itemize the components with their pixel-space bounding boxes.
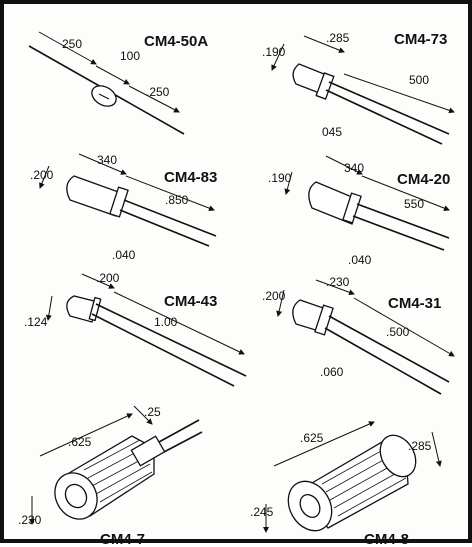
part-cm4-73: CM4-73 .190 .285 500 045 (262, 31, 455, 145)
drawing-canvas: CM4-50A 250 100 .250 CM4-73 .190 .285 50… (18, 31, 455, 547)
dim-top-length: 340 (344, 161, 364, 175)
dim-lead-length: 250 (62, 37, 82, 51)
part-name: CM4-31 (388, 295, 441, 312)
part-cm4-43: CM4-43 .124 .200 1.00 (24, 271, 247, 387)
rear-cap (130, 435, 166, 467)
part-name: CM4-73 (394, 31, 447, 48)
part-cm4-8: CM4-8 .625 .285 .245 (250, 421, 442, 547)
dim-top-length: .285 (326, 31, 350, 45)
dim-top-length: .230 (326, 275, 350, 289)
dim-body-length: .625 (68, 435, 92, 449)
part-cm4-20: CM4-20 .190 340 550 .040 (268, 155, 450, 267)
dim-lead-length: .850 (165, 193, 189, 207)
flange (109, 186, 129, 218)
lead-1 (158, 419, 200, 443)
dim-diameter: .190 (268, 171, 292, 185)
part-name: CM4-43 (164, 293, 217, 310)
flange (315, 72, 335, 100)
lens-opening (299, 494, 321, 518)
part-name: CM4-8 (364, 531, 409, 547)
dim-flange: 045 (322, 125, 342, 139)
lead-2 (352, 215, 445, 251)
dim-flange-diameter: .285 (408, 439, 432, 453)
lead-2 (163, 431, 203, 453)
rear-flange (379, 434, 417, 478)
dim-cap-length: .25 (144, 405, 161, 419)
dim-body-length: .625 (300, 431, 324, 445)
lead-2 (91, 313, 235, 387)
dim-flange: .040 (112, 248, 136, 262)
part-name: CM4-83 (164, 169, 217, 186)
part-cm4-7: CM4-7 .625 .25 .230 (18, 405, 203, 547)
lead-1 (95, 303, 247, 377)
dim-flange: .060 (320, 365, 344, 379)
part-cm4-31: CM4-31 .200 .230 .500 .060 (262, 275, 455, 395)
dim-diameter: .124 (24, 315, 48, 329)
flange (342, 192, 362, 224)
lead-1 (328, 315, 450, 383)
dim-flange: .040 (348, 253, 372, 267)
part-name: CM4-50A (144, 33, 208, 50)
dim-diameter: .200 (262, 289, 286, 303)
part-name: CM4-7 (100, 531, 145, 547)
lens-dome (66, 175, 125, 217)
dim-top-length: .200 (96, 271, 120, 285)
dim-diameter: .190 (262, 45, 286, 59)
lead-2 (325, 89, 443, 145)
dim-body-length: 100 (120, 49, 140, 63)
lead-1 (123, 199, 217, 237)
part-name: CM4-20 (397, 171, 450, 188)
part-cm4-50a: CM4-50A 250 100 .250 (28, 31, 208, 135)
dim-top-length: 340 (97, 153, 117, 167)
dim-lead-length: 1.00 (154, 315, 178, 329)
lead-1 (328, 81, 450, 135)
dim-lead-length: .500 (386, 325, 410, 339)
lens-opening (64, 483, 88, 509)
dim-lead-length: 550 (404, 197, 424, 211)
lead-2 (119, 209, 210, 247)
dim-diameter: .200 (30, 168, 54, 182)
lead-1 (356, 203, 450, 239)
dim-lead-length: 500 (409, 73, 429, 87)
part-cm4-83: CM4-83 .200 340 .850 .040 (30, 153, 217, 262)
dim-diameter: .245 (250, 505, 274, 519)
dim-right-length: .250 (146, 85, 170, 99)
dim-diameter: .230 (18, 513, 42, 527)
flange (314, 304, 334, 336)
lead-2 (324, 327, 442, 395)
